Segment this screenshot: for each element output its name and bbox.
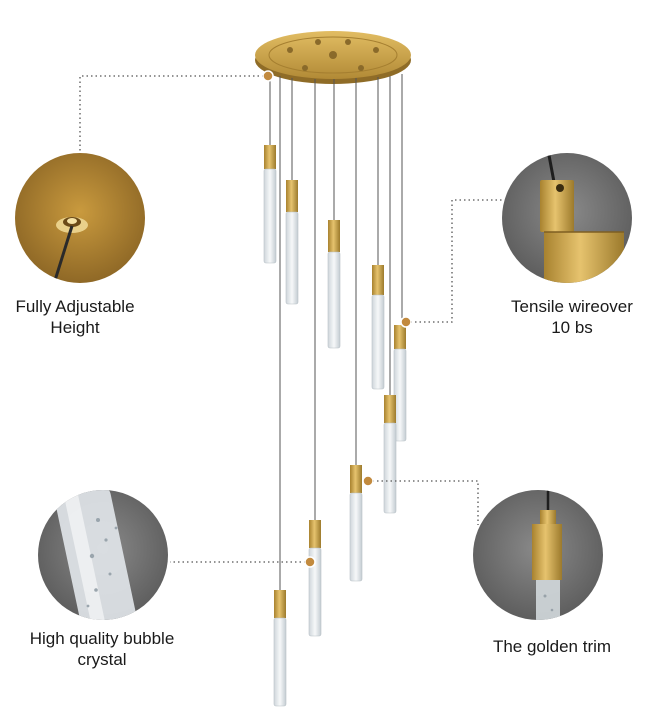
callout-label-tensile-wire: Tensile wireover 10 bs	[492, 296, 650, 338]
detail-adjustable-height	[15, 153, 145, 283]
callout-label-golden-trim: The golden trim	[462, 636, 642, 657]
callout-leaders	[79, 75, 502, 563]
suspension-wires	[269, 74, 403, 590]
detail-bubble-crystal	[38, 490, 168, 620]
callout-anchor-dots	[262, 70, 412, 568]
callout-line-1: Tensile wireover	[511, 297, 633, 316]
ceiling-canopy	[255, 31, 411, 84]
callout-line-2: crystal	[77, 650, 127, 669]
callout-line-1: Fully Adjustable	[15, 297, 135, 316]
callout-label-bubble-crystal: High quality bubble crystal	[12, 628, 192, 670]
callout-line-2: Height	[50, 318, 100, 337]
detail-golden-trim	[473, 490, 603, 620]
detail-tensile-wire	[502, 153, 632, 283]
callout-line-1: High quality bubble	[29, 629, 175, 648]
crystal-pendants	[263, 145, 407, 707]
callout-line-1: The golden trim	[492, 637, 612, 656]
callout-line-2: 10 bs	[551, 318, 593, 337]
callout-label-adjustable-height: Fully Adjustable Height	[0, 296, 150, 338]
